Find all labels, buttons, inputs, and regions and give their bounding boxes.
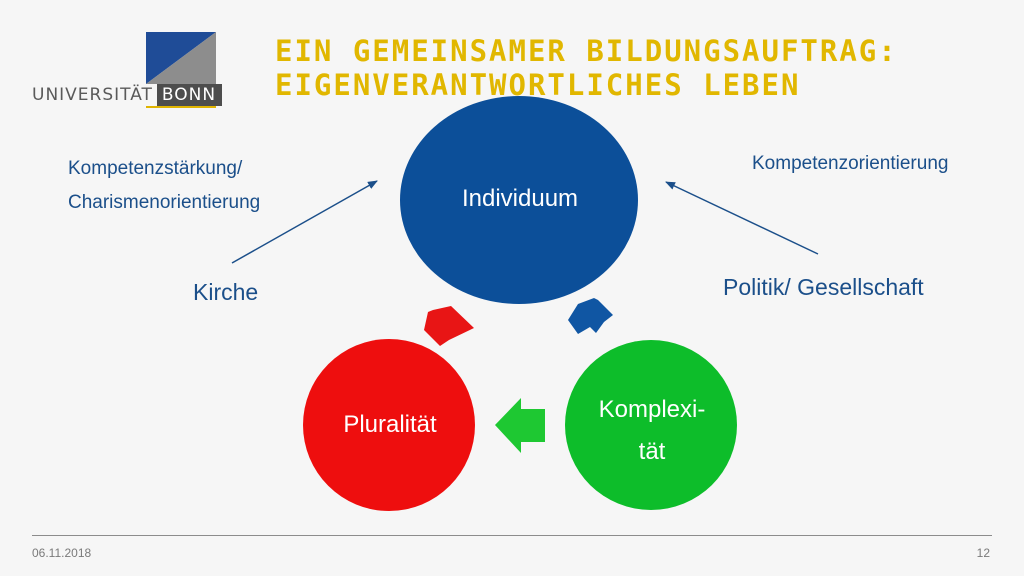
logo-gray-triangle <box>146 32 216 84</box>
blue-cycle-arrow <box>568 294 613 334</box>
university-logo-text: UNIVERSITÄT BONN <box>32 84 223 106</box>
left-text-line-2: Charismenorientierung <box>68 192 261 213</box>
pluralitaet-label: Pluralität <box>343 411 437 438</box>
komplexitaet-label-line-2: tät <box>638 438 666 465</box>
kirche-label: Kirche <box>193 279 259 305</box>
komplexitaet-circle <box>565 340 737 510</box>
footer-date: 06.11.2018 <box>32 546 92 560</box>
logo-text-universitaet: UNIVERSITÄT <box>32 85 153 105</box>
individuum-label: Individuum <box>461 185 579 212</box>
logo-text-bonn: BONN <box>156 84 223 106</box>
title-line-2: EIGENVERANTWORTLICHES LEBEN <box>275 68 801 102</box>
logo-accent-bar <box>146 106 216 108</box>
komplexitaet-label-line-1: Komplexi- <box>598 396 706 423</box>
politik-arrow <box>665 181 819 255</box>
komplexitaet-label: Komplexi- tät <box>572 389 732 473</box>
politik-gesellschaft-label: Politik/ Gesellschaft <box>723 274 924 300</box>
title-line-1: EIN GEMEINSAMER BILDUNGSAUFTRAG: <box>275 34 898 68</box>
left-competence-text: Kompetenzstärkung/ Charismenorientierung <box>68 152 260 220</box>
kirche-arrow <box>231 180 378 264</box>
page-number: 12 <box>976 546 990 560</box>
left-text-line-1: Kompetenzstärkung/ <box>68 158 243 179</box>
red-cycle-arrow <box>424 306 474 346</box>
university-logo-mark <box>146 32 216 84</box>
right-competence-text: Kompetenzorientierung <box>752 153 949 174</box>
slide-title: EIN GEMEINSAMER BILDUNGSAUFTRAG: EIGENVE… <box>275 34 1015 102</box>
individuum-circle <box>400 96 638 304</box>
footer-divider <box>32 535 992 536</box>
pluralitaet-circle <box>303 339 475 511</box>
green-cycle-arrow <box>495 398 545 453</box>
